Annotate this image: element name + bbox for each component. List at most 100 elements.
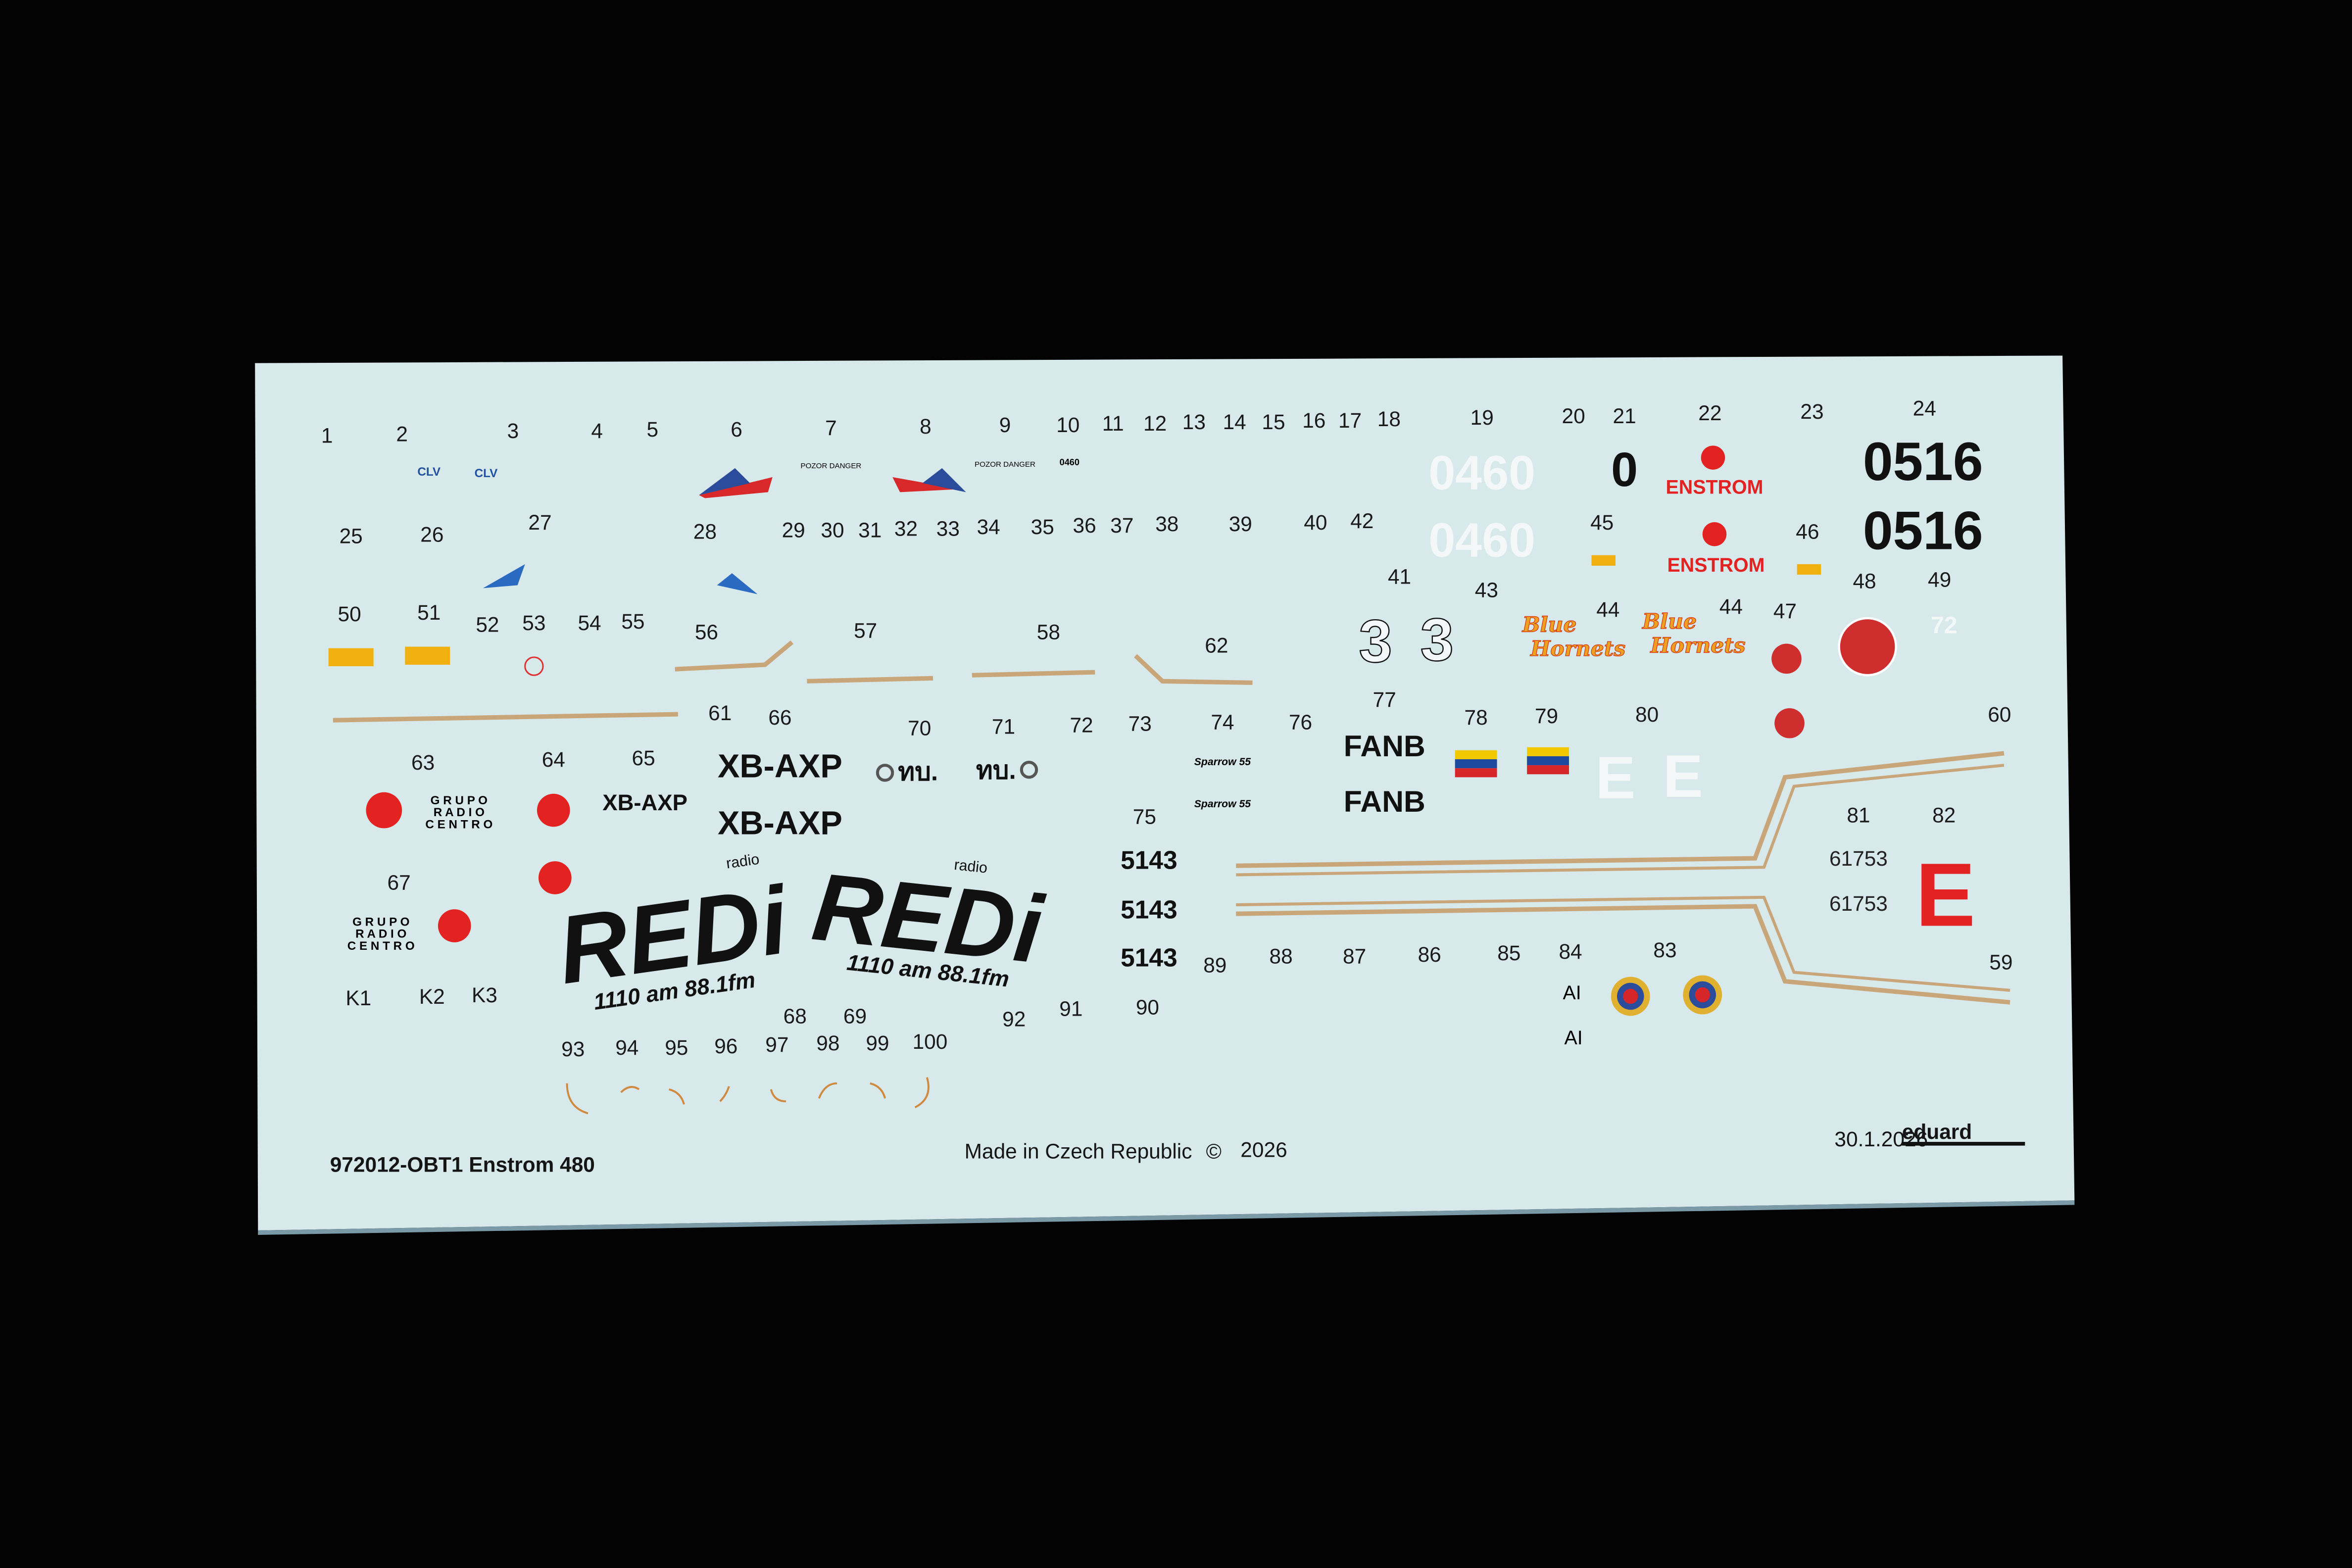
fanb-b: FANB (1344, 784, 1425, 818)
decal-number-label: 77 (1373, 688, 1396, 711)
decal-number-label: 87 (1343, 944, 1366, 968)
stripe-61 (333, 712, 678, 723)
decal-number-label: 57 (854, 619, 877, 642)
decal-number-label: 76 (1289, 710, 1312, 734)
decal-number-label: 9 (999, 413, 1011, 437)
decal-number-label: 94 (615, 1036, 638, 1059)
decal-number-label: 35 (1031, 515, 1054, 539)
pozor-b: POZOR DANGER (975, 460, 1035, 469)
decal-number-label: 79 (1535, 704, 1558, 728)
decal-number-label: 92 (1002, 1008, 1026, 1031)
decal-number-label: 12 (1143, 412, 1167, 435)
decal-number-label: 36 (1073, 514, 1096, 537)
decal-number-label: 59 (1989, 950, 2012, 974)
decal-number-label: 88 (1270, 944, 1293, 968)
reg-xb-axp-b: XB-AXP (718, 805, 842, 842)
serial-0460-b: 0460 (1428, 513, 1535, 567)
pozor-a: POZOR DANGER (801, 462, 862, 470)
number-3-a: 3 (1359, 607, 1392, 675)
decal-number-label: 54 (578, 611, 601, 635)
decal-number-label: 69 (843, 1005, 867, 1028)
code-61753-b: 61753 (1829, 892, 1888, 915)
eduard-logo: eduard (1902, 1120, 1972, 1143)
decal-number-label: 2 (396, 422, 408, 445)
decal-number-label: 25 (340, 524, 363, 547)
decal-number-label: K1 (345, 986, 371, 1010)
decal-number-label: 37 (1110, 514, 1133, 537)
decal-45 (1591, 555, 1616, 566)
decal-number-label: 63 (411, 751, 435, 774)
decal-number-label: 41 (1388, 565, 1411, 588)
decal-number-label: 78 (1465, 706, 1488, 729)
stripe-60-upper (1236, 751, 2005, 868)
decal-number-label: 21 (1613, 404, 1636, 428)
decal-number-label: 93 (561, 1037, 585, 1061)
decal-number-label: 42 (1350, 509, 1373, 533)
decal-46 (1797, 564, 1821, 575)
decal-number-label: 47 (1773, 599, 1797, 623)
decal-number-label: 13 (1182, 410, 1206, 434)
grc-centro-b: C E N T R O (347, 939, 415, 953)
decal-number-label: 80 (1635, 703, 1659, 726)
code-5143-a: 5143 (1121, 845, 1177, 874)
decal-number-label: K2 (419, 985, 445, 1008)
decal-number-label: 40 (1304, 511, 1327, 534)
decal-number-label: 8 (920, 415, 931, 438)
blue-hornets-a2: Hornets (1530, 637, 1625, 661)
radio-text: radio (953, 857, 988, 877)
decal-number-label: 39 (1229, 512, 1252, 536)
decal-number-label: 84 (1559, 940, 1582, 963)
decal-number-label: 48 (1853, 569, 1876, 592)
decal-number-label: 90 (1136, 995, 1159, 1019)
made-in: Made in Czech Republic (965, 1139, 1192, 1163)
decal-number-label: 96 (714, 1034, 737, 1058)
decal-number-label: 17 (1338, 409, 1362, 432)
decal-53-ring (524, 656, 544, 676)
ai-b: AI (1565, 1027, 1583, 1049)
decal-number-label: 68 (784, 1005, 807, 1028)
blue-hornets-b1: Blue (1642, 609, 1697, 634)
red-logo-text: REDi (808, 853, 1049, 984)
eduard-underline (1902, 1142, 2025, 1146)
decal-number-label: 11 (1102, 412, 1124, 435)
decal-number-label: 86 (1418, 943, 1441, 966)
decal-sheet (255, 355, 2075, 1230)
decal-number-label: 66 (768, 706, 791, 729)
czech-flag-8-blue (922, 468, 966, 492)
fanb-a: FANB (1344, 729, 1425, 763)
enstrom-logo-b (1702, 522, 1727, 546)
hinomaru-small-a (1771, 643, 1802, 674)
grc-grupo-a: G R U P O (431, 794, 488, 807)
decal-number-label: 45 (1590, 511, 1614, 534)
decal-number-label: 56 (695, 620, 718, 643)
grc-centro-a: C E N T R O (425, 818, 492, 831)
serial-0460-a: 0460 (1428, 445, 1535, 499)
stripe-60-lower (1236, 904, 2010, 1005)
decal-number-label: 33 (936, 517, 960, 540)
decal-number-label: 97 (765, 1033, 788, 1056)
red-radio-logo-69: REDi radio 1110 am 88.1fm (808, 853, 1049, 992)
decal-number-label: 61 (708, 701, 732, 725)
decal-number-label: 44 (1719, 595, 1743, 618)
decal-number-label: 44 (1596, 598, 1619, 621)
decal-number-label: 52 (476, 613, 499, 636)
decal-number-label: 46 (1796, 520, 1819, 543)
decal-number-label: 85 (1497, 941, 1520, 965)
decal-number-label: 1 (321, 424, 333, 447)
decal-number-label: 32 (894, 517, 918, 540)
number-72: 72 (1931, 612, 1958, 638)
decal-71-roundel (1020, 761, 1038, 779)
clv-b: CLV (475, 467, 498, 480)
decal-number-label: 74 (1211, 710, 1234, 734)
stripe-60-lower-b (1236, 895, 2010, 992)
thai-mark-a: ทบ. (898, 757, 938, 785)
sparrow-b: Sparrow 55 (1194, 798, 1251, 810)
stripe-62 (1134, 654, 1253, 685)
decal-number-label: 60 (1988, 703, 2011, 726)
sparrow-a: Sparrow 55 (1194, 756, 1251, 768)
copyright-symbol: © (1206, 1139, 1222, 1163)
thai-mark-b: ทบ. (976, 755, 1016, 784)
czech-flag-6-blue (699, 468, 750, 495)
